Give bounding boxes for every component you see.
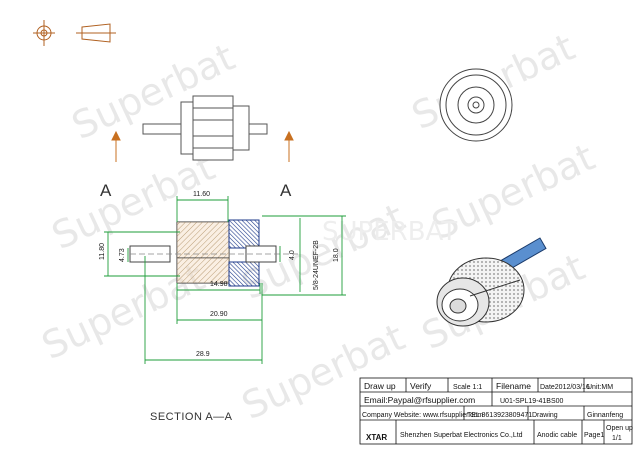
section-title: SECTION A—A — [150, 411, 233, 423]
tb-scale: Scale 1:1 — [453, 384, 482, 391]
tb-email: Email:Paypal@rfsupplier.com — [364, 395, 475, 405]
section-marker-left: A — [100, 181, 112, 200]
dim-11-60: 11.60 — [193, 191, 210, 198]
tb-drawing-label: Drawing — [532, 412, 558, 419]
tb-product: Anodic cable — [537, 432, 577, 439]
tb-open-value: 1/1 — [612, 435, 622, 442]
dim-18-0: 18.0 — [333, 248, 340, 262]
tb-tel: TEL 8613923809471 — [467, 412, 532, 419]
section-view — [129, 219, 300, 287]
section-marker-right: A — [280, 181, 292, 200]
tb-drawer: Ginnanfeng — [587, 412, 623, 419]
side-view — [142, 95, 268, 161]
section-cut-markers — [111, 130, 294, 162]
dim-20-90: 20.90 — [210, 311, 228, 318]
title-block — [359, 377, 633, 445]
tb-logo: XTAR — [366, 433, 387, 442]
projection-symbol — [33, 20, 116, 46]
tb-company: Shenzhen Superbat Electronics Co.,Ltd — [400, 432, 523, 439]
isometric-view — [436, 237, 547, 327]
watermark-center-text: SUPERBAT — [322, 217, 457, 247]
tb-draw-up: Draw up — [364, 381, 396, 391]
tb-verify: Verify — [410, 381, 432, 391]
tb-filename: U01-SPL19-41BS00 — [500, 398, 564, 405]
dim-28-9: 28.9 — [196, 351, 210, 358]
tb-filename-label: Filename — [496, 381, 531, 391]
tb-unit: Unit:MM — [587, 384, 613, 391]
dim-11-80: 11.80 — [99, 243, 106, 260]
end-view — [439, 68, 513, 142]
tb-page: Page1 — [584, 432, 604, 439]
watermark-layer: Superbat Superbat Superbat Superbat Supe… — [35, 25, 601, 428]
dim-4-73: 4.73 — [119, 248, 126, 262]
dim-thread: 5/8-24UNEF-2B — [313, 240, 320, 290]
tb-website: Company Website: www.rfsupplier.com — [362, 412, 483, 419]
dimension-lines — [104, 196, 346, 364]
dim-4-0: 4.0 — [289, 250, 296, 260]
tb-open-label: Open up — [606, 425, 633, 432]
dim-14-98: 14.98 — [210, 281, 228, 288]
tb-date: Date2012/03/16 — [540, 384, 590, 391]
